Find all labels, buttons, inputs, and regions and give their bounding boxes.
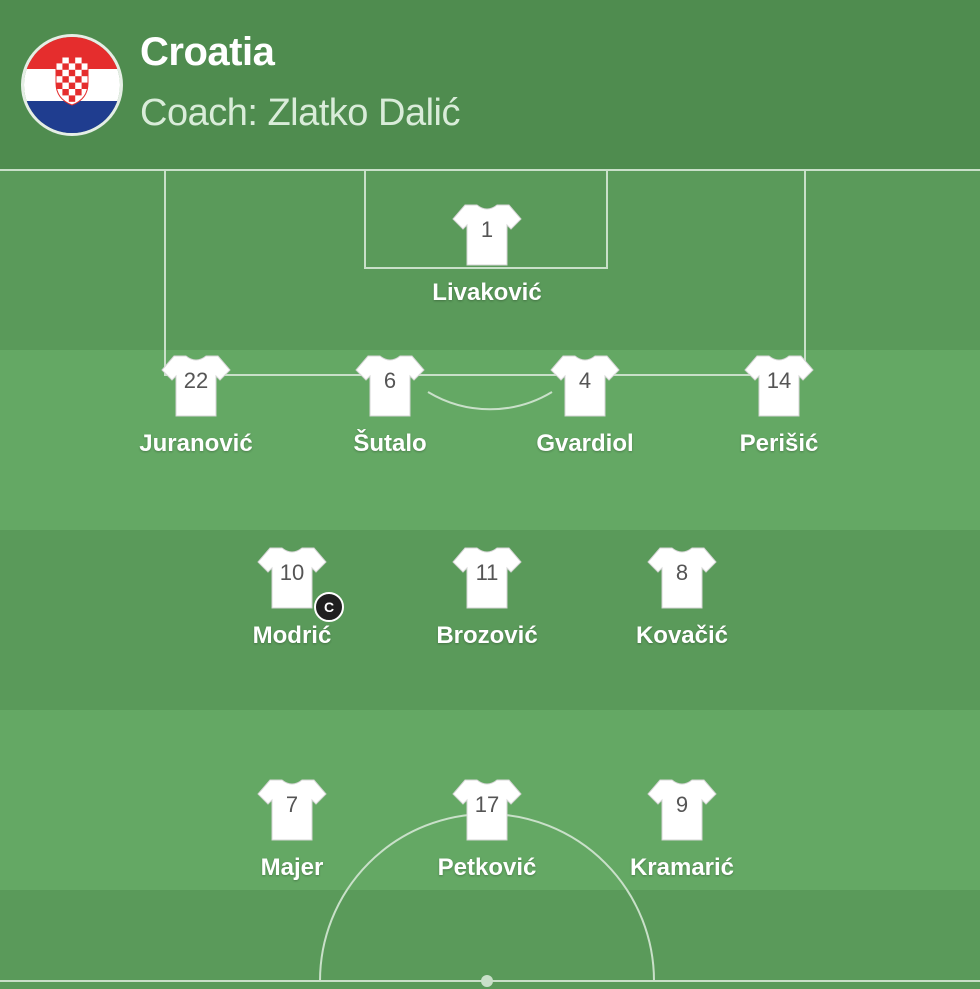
- header-band: [0, 0, 980, 170]
- player-brozovic[interactable]: 11 Brozović: [407, 546, 567, 676]
- shirt-number: 14: [766, 368, 792, 393]
- goal-area: [364, 170, 608, 269]
- captain-badge: C: [314, 592, 344, 622]
- shirt-number: 1: [480, 217, 494, 242]
- center-spot: [481, 975, 493, 987]
- shirt-number: 9: [675, 792, 689, 817]
- shirt-icon: [256, 546, 328, 610]
- shirt-icon: [646, 778, 718, 842]
- player-name: Brozović: [436, 622, 538, 649]
- penalty-box: [164, 170, 806, 376]
- shirt-icon: [451, 203, 523, 267]
- player-name: Petković: [437, 854, 537, 881]
- team-name: Croatia: [140, 30, 275, 74]
- shirt-number: 6: [383, 368, 397, 393]
- player-majer[interactable]: 7 Majer: [212, 778, 372, 908]
- player-name: Kovačić: [635, 622, 729, 649]
- player-gvardiol[interactable]: 4 Gvardiol: [505, 354, 665, 484]
- player-perisic[interactable]: 14 Perišić: [699, 354, 859, 484]
- player-petkovic[interactable]: 17 Petković: [407, 778, 567, 908]
- player-sutalo[interactable]: 6 Šutalo: [310, 354, 470, 484]
- player-name: Šutalo: [353, 430, 427, 457]
- shirt-number: 10: [279, 560, 305, 585]
- penalty-arc: [427, 391, 553, 411]
- player-juranovic[interactable]: 22 Juranović: [116, 354, 276, 484]
- coach-name: Coach: Zlatko Dalić: [140, 92, 460, 134]
- shirt-icon: [160, 354, 232, 418]
- player-livakovic[interactable]: 1 Livaković: [407, 203, 567, 333]
- player-name: Modrić: [252, 622, 332, 649]
- player-name: Perišić: [739, 430, 819, 457]
- player-name: Gvardiol: [536, 430, 634, 457]
- shirt-number: 4: [578, 368, 592, 393]
- player-name: Majer: [260, 854, 324, 881]
- shirt-number: 7: [285, 792, 299, 817]
- pitch-stripe: [0, 350, 980, 530]
- shirt-number: 17: [474, 792, 500, 817]
- shirt-icon: [256, 778, 328, 842]
- shirt-number: 22: [183, 368, 209, 393]
- player-kovacic[interactable]: 8 Kovačić: [602, 546, 762, 676]
- shirt-icon: [549, 354, 621, 418]
- player-modric[interactable]: 10 C Modrić: [212, 546, 372, 676]
- shirt-icon: [646, 546, 718, 610]
- shirt-icon: [451, 546, 523, 610]
- player-name: Juranović: [139, 430, 253, 457]
- pitch-stripe: [0, 890, 980, 989]
- croatia-flag-icon: [24, 37, 120, 133]
- shirt-number: 11: [475, 560, 499, 585]
- shirt-icon: [451, 778, 523, 842]
- shirt-icon: [354, 354, 426, 418]
- player-name: Kramarić: [629, 854, 735, 881]
- team-header: Croatia Coach: Zlatko Dalić: [0, 0, 980, 140]
- shirt-number: 8: [675, 560, 689, 585]
- player-kramaric[interactable]: 9 Kramarić: [602, 778, 762, 908]
- player-name: Livaković: [432, 279, 542, 306]
- shirt-icon: [743, 354, 815, 418]
